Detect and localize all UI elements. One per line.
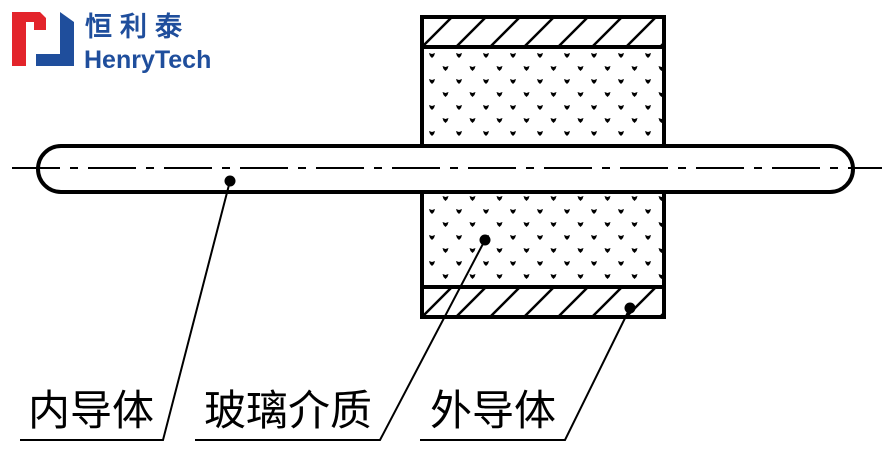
inner-conductor [12, 144, 882, 194]
label-glass-dielectric: 玻璃介质 [204, 386, 372, 435]
inner-conductor-marker [224, 175, 236, 187]
outer-conductor-top-hatch [424, 19, 662, 47]
leader-lines [20, 180, 631, 441]
henrytech-logo: 恒利泰 HenryTech [12, 12, 211, 74]
logo-chinese-name: 恒利泰 [85, 12, 190, 43]
logo-english-name: HenryTech [84, 46, 211, 74]
logo-mark-blue [36, 12, 74, 66]
dielectric-marker [479, 234, 491, 246]
outer-conductor-marker [624, 302, 636, 314]
label-inner-conductor: 内导体 [28, 386, 154, 435]
logo-mark-red [12, 12, 46, 66]
label-outer-conductor: 外导体 [430, 386, 556, 435]
outer-conductor-bottom-hatch [424, 289, 662, 316]
